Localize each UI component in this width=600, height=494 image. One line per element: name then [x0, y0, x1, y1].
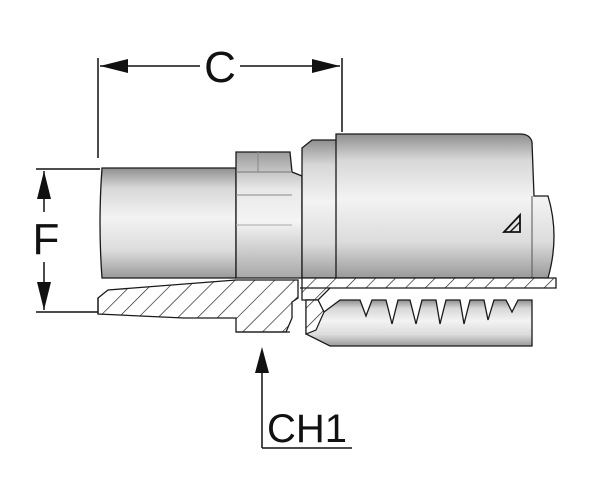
dim-f-arrow-bottom	[37, 282, 51, 310]
dim-c-arrow-left	[100, 59, 128, 73]
nipple-tube	[99, 167, 237, 279]
triangle-logo-icon	[501, 212, 521, 233]
section-view	[97, 277, 557, 347]
dim-ch1-arrow	[255, 347, 269, 373]
nipple-section	[97, 279, 299, 333]
dim-f-label: F	[33, 215, 60, 264]
dim-f-arrow-top	[37, 171, 51, 199]
dimension-ch1: CH1	[255, 347, 352, 451]
dim-c-arrow-right	[312, 59, 340, 73]
ferrule-wall-section	[301, 277, 557, 301]
fitting-body	[99, 133, 555, 279]
hose-insert-profile	[305, 299, 533, 347]
dimension-c: C	[97, 43, 343, 158]
hex-nut	[235, 151, 303, 279]
dim-ch1-label: CH1	[267, 407, 347, 451]
dimension-f: F	[33, 168, 100, 313]
ferrule-sleeve	[335, 133, 555, 279]
dim-c-label: C	[204, 43, 236, 92]
